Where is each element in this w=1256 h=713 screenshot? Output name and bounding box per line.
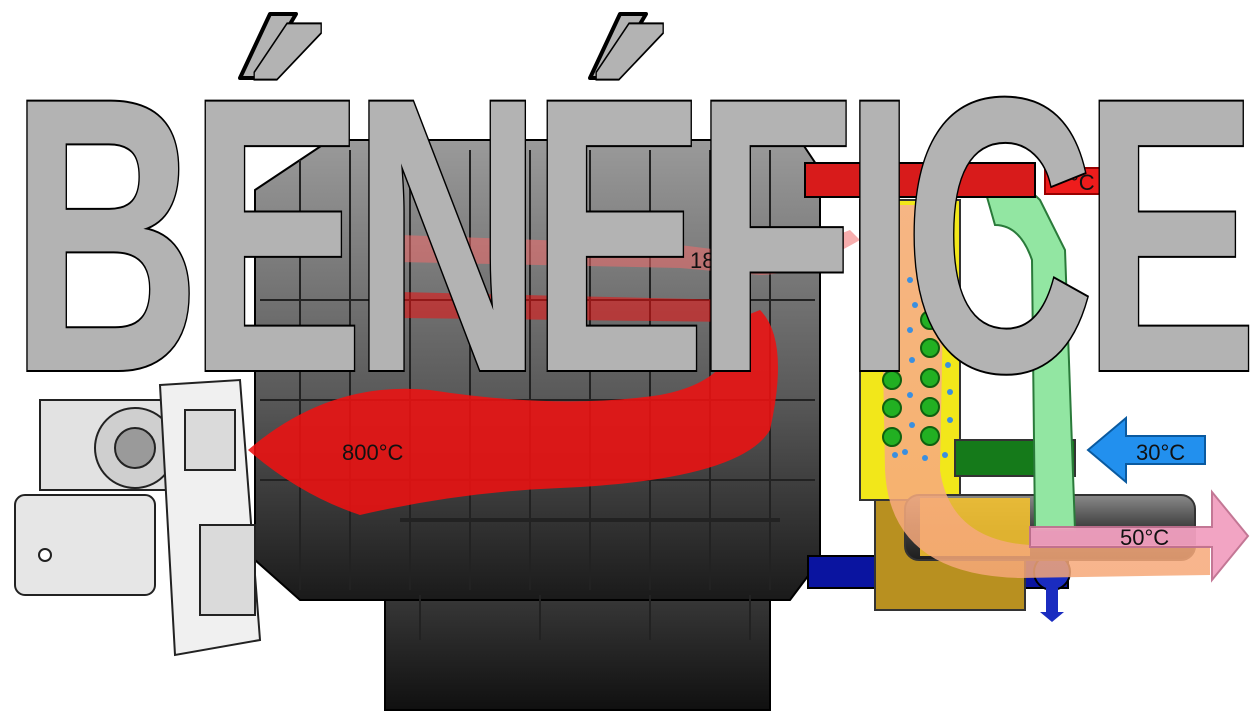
oil-sump	[385, 590, 770, 710]
flue-temperature-label: 50°C	[1120, 525, 1169, 550]
title-text: BÉNÉFICE	[10, 17, 1251, 453]
alternator	[15, 495, 155, 595]
title-overlay: BÉNÉFICE	[10, 14, 1251, 453]
